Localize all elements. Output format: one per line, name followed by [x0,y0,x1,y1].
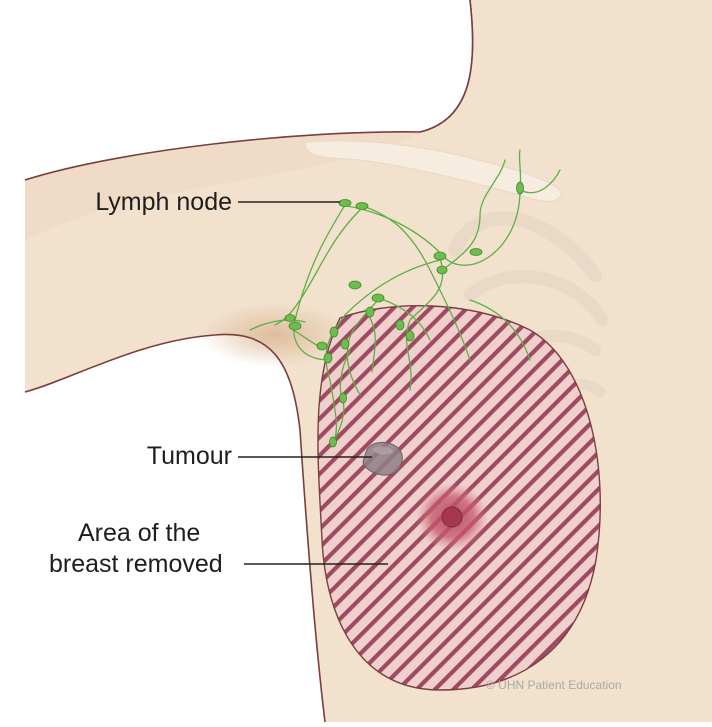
tumour-label: Tumour [146,442,232,470]
lymph-node [516,181,524,195]
copyright-credit: © UHN Patient Education [486,678,622,692]
lymph-node [348,280,362,290]
arm-bottom-outline [24,333,326,723]
lymph-node [405,330,415,342]
lymph-node [338,199,352,207]
rib-2 [463,270,609,327]
area-removed-label-line1: Area of the [78,519,201,547]
lymph-node [288,321,302,331]
lymph-node [339,392,347,404]
lymph-nodes [284,181,524,448]
lymph-node [329,436,337,448]
lymph-node [433,251,447,261]
lymph-node [323,352,333,364]
neck-outline [419,0,474,133]
lymph-node [365,306,375,318]
lymph-node [316,341,328,351]
breast-outline [317,305,601,691]
tumour-highlight [372,446,394,455]
lymph-node-label: Lymph node [95,188,232,216]
rib-1 [448,211,602,282]
lymph-node [469,248,483,256]
lymph-node [436,265,448,275]
clavicle [304,140,562,202]
area-removed-label-line2: breast removed [49,550,223,578]
lymph-node [340,338,350,350]
nipple [441,506,463,528]
breast-removed-area [317,305,601,690]
lymph-node [355,202,369,210]
underarm-shadow [200,303,350,367]
lymph-node [395,319,405,331]
lymph-node [371,293,385,303]
shoulder-shade [25,131,420,240]
lymph-node [284,314,296,322]
lymph-node [329,326,339,338]
